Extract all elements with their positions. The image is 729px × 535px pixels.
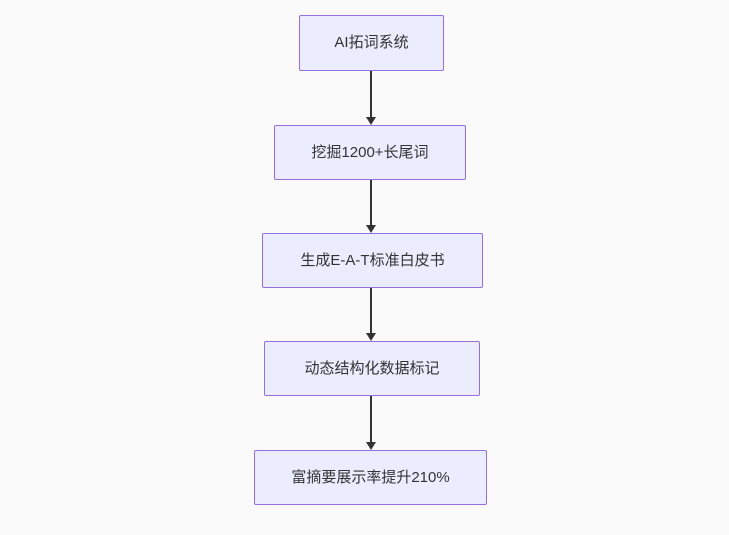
edge-arrow (366, 180, 376, 233)
edge-arrow (366, 288, 376, 341)
node-label: 富摘要展示率提升210% (291, 468, 450, 486)
arrowhead-down-icon (366, 117, 376, 125)
node-label: AI拓词系统 (334, 34, 409, 51)
edge-line (370, 180, 372, 225)
flowchart-node-structured-data: 动态结构化数据标记 (264, 341, 480, 396)
flowchart-node-eat-whitepaper: 生成E-A-T标准白皮书 (262, 233, 483, 288)
edge-line (370, 396, 372, 442)
arrowhead-down-icon (366, 442, 376, 450)
flowchart-node-rich-snippet-result: 富摘要展示率提升210% (254, 450, 487, 505)
edge-arrow (366, 396, 376, 450)
node-label: 动态结构化数据标记 (304, 359, 440, 377)
arrowhead-down-icon (366, 225, 376, 233)
node-label: 挖掘1200+长尾词 (311, 143, 429, 161)
edge-arrow (366, 71, 376, 125)
node-label: 生成E-A-T标准白皮书 (300, 251, 445, 269)
flowchart-node-ai-word-system: AI拓词系统 (299, 15, 444, 71)
flowchart-node-longtail-mining: 挖掘1200+长尾词 (274, 125, 466, 180)
edge-line (370, 288, 372, 333)
arrowhead-down-icon (366, 333, 376, 341)
edge-line (370, 71, 372, 117)
